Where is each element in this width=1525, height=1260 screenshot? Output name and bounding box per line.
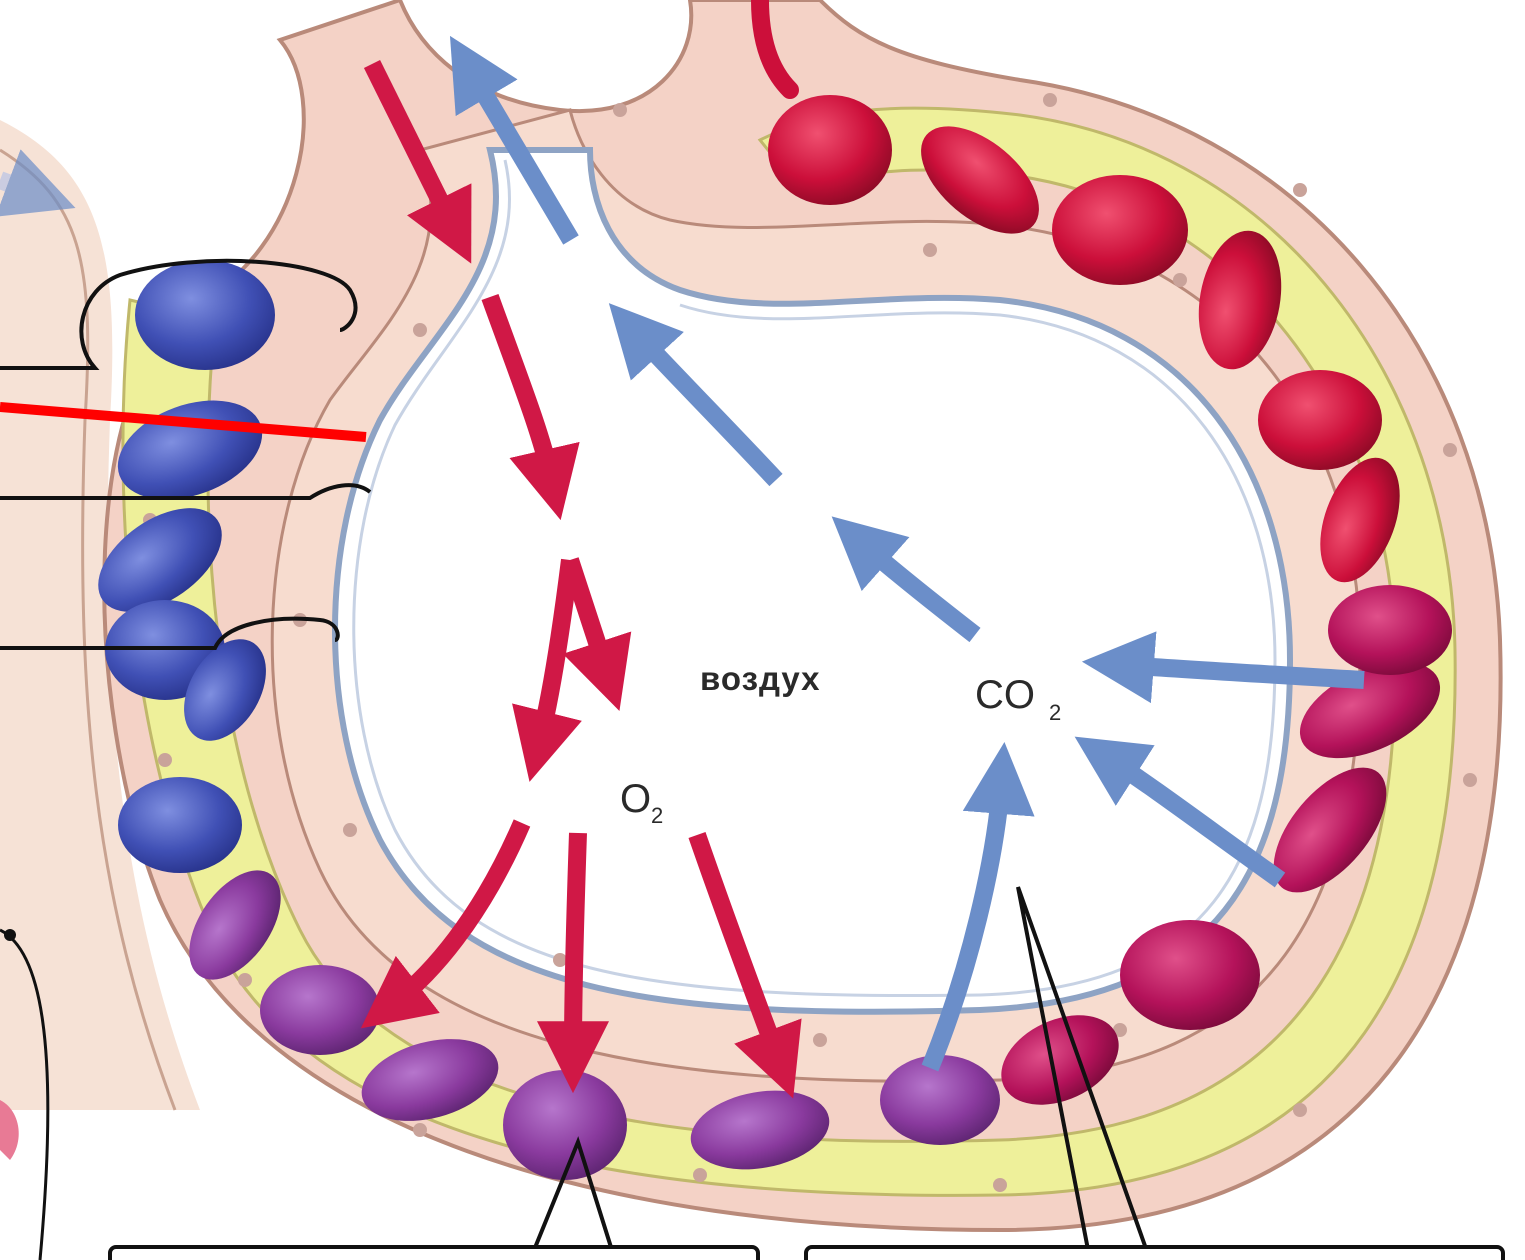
red-blood-cell-icon bbox=[1258, 370, 1382, 470]
nucleus-icon bbox=[343, 823, 357, 837]
red-blood-cell-icon bbox=[118, 777, 242, 873]
red-blood-cell-icon bbox=[1120, 920, 1260, 1030]
incoming-deoxygenated-arrow bbox=[0, 180, 35, 193]
red-blood-cell-icon bbox=[880, 1055, 1000, 1145]
nucleus-icon bbox=[1443, 443, 1457, 457]
nucleus-icon bbox=[413, 1123, 427, 1137]
nucleus-icon bbox=[693, 1168, 707, 1182]
red-blood-cell-icon bbox=[1052, 175, 1188, 285]
red-blood-cell-icon bbox=[135, 260, 275, 370]
red-blood-cell-icon bbox=[260, 965, 380, 1055]
nucleus-icon bbox=[923, 243, 937, 257]
svg-text:2: 2 bbox=[1049, 700, 1061, 725]
svg-text:CO: CO bbox=[975, 673, 1035, 717]
nucleus-icon bbox=[813, 1033, 827, 1047]
nucleus-icon bbox=[1463, 773, 1477, 787]
svg-text:O: O bbox=[620, 777, 651, 821]
nucleus-icon bbox=[1293, 183, 1307, 197]
nucleus-icon bbox=[413, 323, 427, 337]
air-label: воздух bbox=[700, 660, 820, 697]
red-blood-cell-icon bbox=[503, 1070, 627, 1180]
nucleus-icon bbox=[1173, 273, 1187, 287]
answer-boxes bbox=[110, 1247, 1503, 1260]
nucleus-icon bbox=[1293, 1103, 1307, 1117]
nucleus-icon bbox=[1043, 93, 1057, 107]
red-blood-cell-icon bbox=[1328, 585, 1452, 675]
red-blood-cell-icon bbox=[768, 95, 892, 205]
svg-text:2: 2 bbox=[651, 803, 663, 828]
nucleus-icon bbox=[993, 1178, 1007, 1192]
nucleus-icon bbox=[158, 753, 172, 767]
nucleus-icon bbox=[238, 973, 252, 987]
answer-box-right bbox=[806, 1247, 1503, 1260]
nucleus-icon bbox=[613, 103, 627, 117]
answer-box-left bbox=[110, 1247, 758, 1260]
nucleus-icon bbox=[553, 953, 567, 967]
oxygen-arrow-icon bbox=[573, 833, 578, 1050]
